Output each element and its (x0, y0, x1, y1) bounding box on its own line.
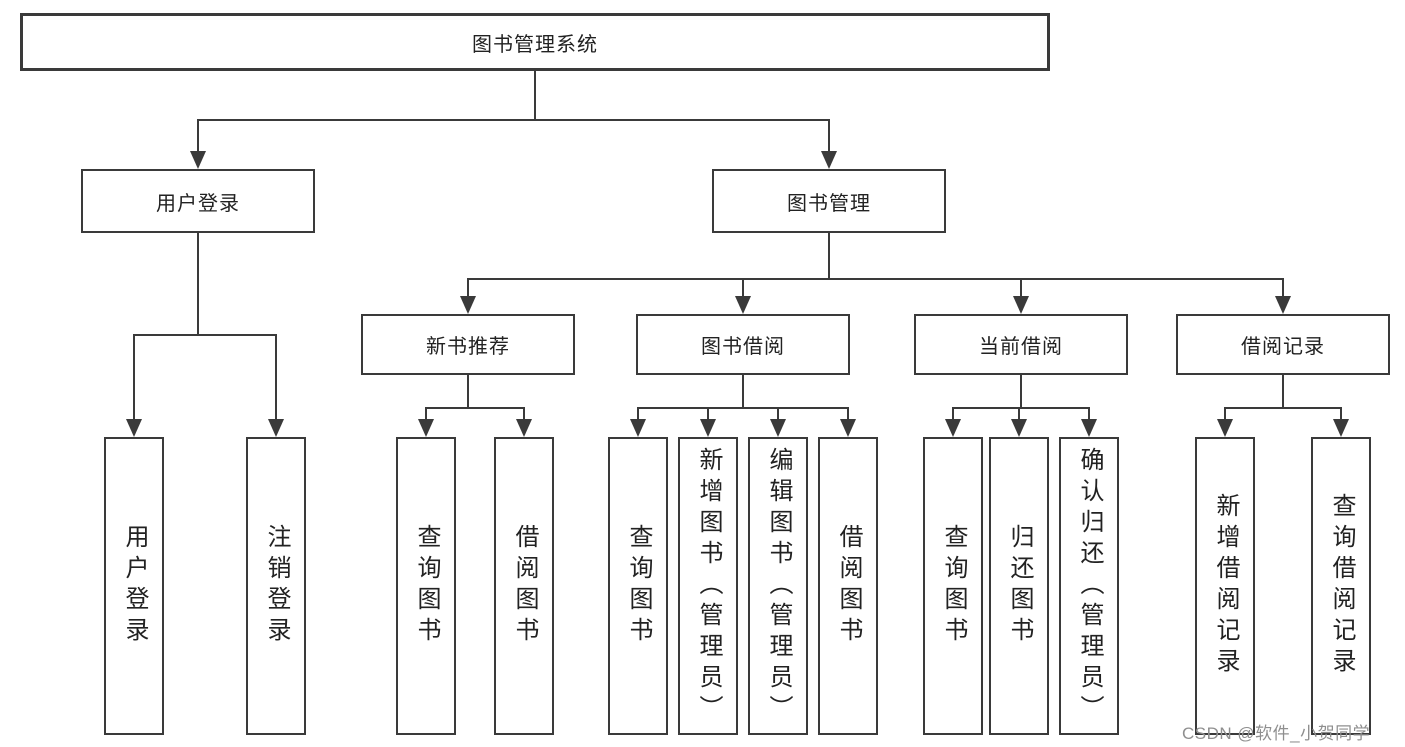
connector-user-login-stub (197, 233, 199, 335)
leaf-query-books-borrowing: 查询图书 (608, 437, 668, 735)
connector-stem (847, 407, 849, 420)
connector-stem (1224, 407, 1226, 420)
connector-stem (133, 334, 135, 420)
leaf-query-borrow-record: 查询借阅记录 (1311, 437, 1371, 735)
arrow-down-icon (1275, 296, 1291, 314)
connector-stem (197, 119, 199, 152)
arrow-down-icon (945, 419, 961, 437)
arrow-down-icon (735, 296, 751, 314)
connector-stem (952, 407, 954, 420)
arrow-down-icon (418, 419, 434, 437)
connector-level2-branch (197, 119, 830, 121)
node-current-borrowing: 当前借阅 (914, 314, 1128, 375)
leaf-edit-book-admin: 编辑图书（管理员） (748, 437, 808, 735)
connector-level3-branch (467, 278, 1284, 280)
arrow-down-icon (1333, 419, 1349, 437)
node-new-book-recommendation: 新书推荐 (361, 314, 575, 375)
csdn-watermark: CSDN @软件_小贺同学 (1182, 724, 1371, 743)
arrow-down-icon (1217, 419, 1233, 437)
connector-leaf-branch (425, 407, 525, 409)
connector-stem (1340, 407, 1342, 420)
arrow-down-icon (821, 151, 837, 169)
leaf-logout: 注销登录 (246, 437, 306, 735)
arrow-down-icon (630, 419, 646, 437)
connector-root-stub (534, 71, 536, 120)
arrow-down-icon (840, 419, 856, 437)
connector-stem (637, 407, 639, 420)
arrow-down-icon (460, 296, 476, 314)
connector-stem (1282, 278, 1284, 297)
leaf-user-login: 用户登录 (104, 437, 164, 735)
connector-stem (275, 334, 277, 420)
arrow-down-icon (700, 419, 716, 437)
leaf-add-borrow-record: 新增借阅记录 (1195, 437, 1255, 735)
connector-stem (828, 119, 830, 152)
arrow-down-icon (1013, 296, 1029, 314)
connector-leaf-branch (1224, 407, 1342, 409)
arrow-down-icon (1011, 419, 1027, 437)
node-user-login: 用户登录 (81, 169, 315, 233)
connector-user-login-branch (133, 334, 277, 336)
connector-stub (742, 375, 744, 408)
connector-stem (742, 278, 744, 297)
connector-book-mgmt-stub (828, 233, 830, 279)
connector-leaf-branch (952, 407, 1090, 409)
connector-stem (707, 407, 709, 420)
leaf-confirm-return-admin: 确认归还（管理员） (1059, 437, 1119, 735)
arrow-down-icon (1081, 419, 1097, 437)
arrow-down-icon (770, 419, 786, 437)
arrow-down-icon (516, 419, 532, 437)
connector-stem (1018, 407, 1020, 420)
node-borrowing-records: 借阅记录 (1176, 314, 1390, 375)
connector-stem (1020, 278, 1022, 297)
leaf-query-books-recommend: 查询图书 (396, 437, 456, 735)
connector-stub (1020, 375, 1022, 408)
node-book-management: 图书管理 (712, 169, 946, 233)
leaf-borrow-books: 借阅图书 (818, 437, 878, 735)
connector-stem (777, 407, 779, 420)
connector-leaf-branch (637, 407, 849, 409)
node-book-borrowing: 图书借阅 (636, 314, 850, 375)
connector-stub (467, 375, 469, 408)
arrow-down-icon (268, 419, 284, 437)
leaf-return-book: 归还图书 (989, 437, 1049, 735)
connector-stem (425, 407, 427, 420)
leaf-query-books-current: 查询图书 (923, 437, 983, 735)
leaf-borrow-books-recommend: 借阅图书 (494, 437, 554, 735)
connector-stem (1088, 407, 1090, 420)
node-library-management-system: 图书管理系统 (20, 13, 1050, 71)
arrow-down-icon (190, 151, 206, 169)
arrow-down-icon (126, 419, 142, 437)
connector-stem (523, 407, 525, 420)
leaf-add-book-admin: 新增图书（管理员） (678, 437, 738, 735)
connector-stub (1282, 375, 1284, 408)
connector-stem (467, 278, 469, 297)
